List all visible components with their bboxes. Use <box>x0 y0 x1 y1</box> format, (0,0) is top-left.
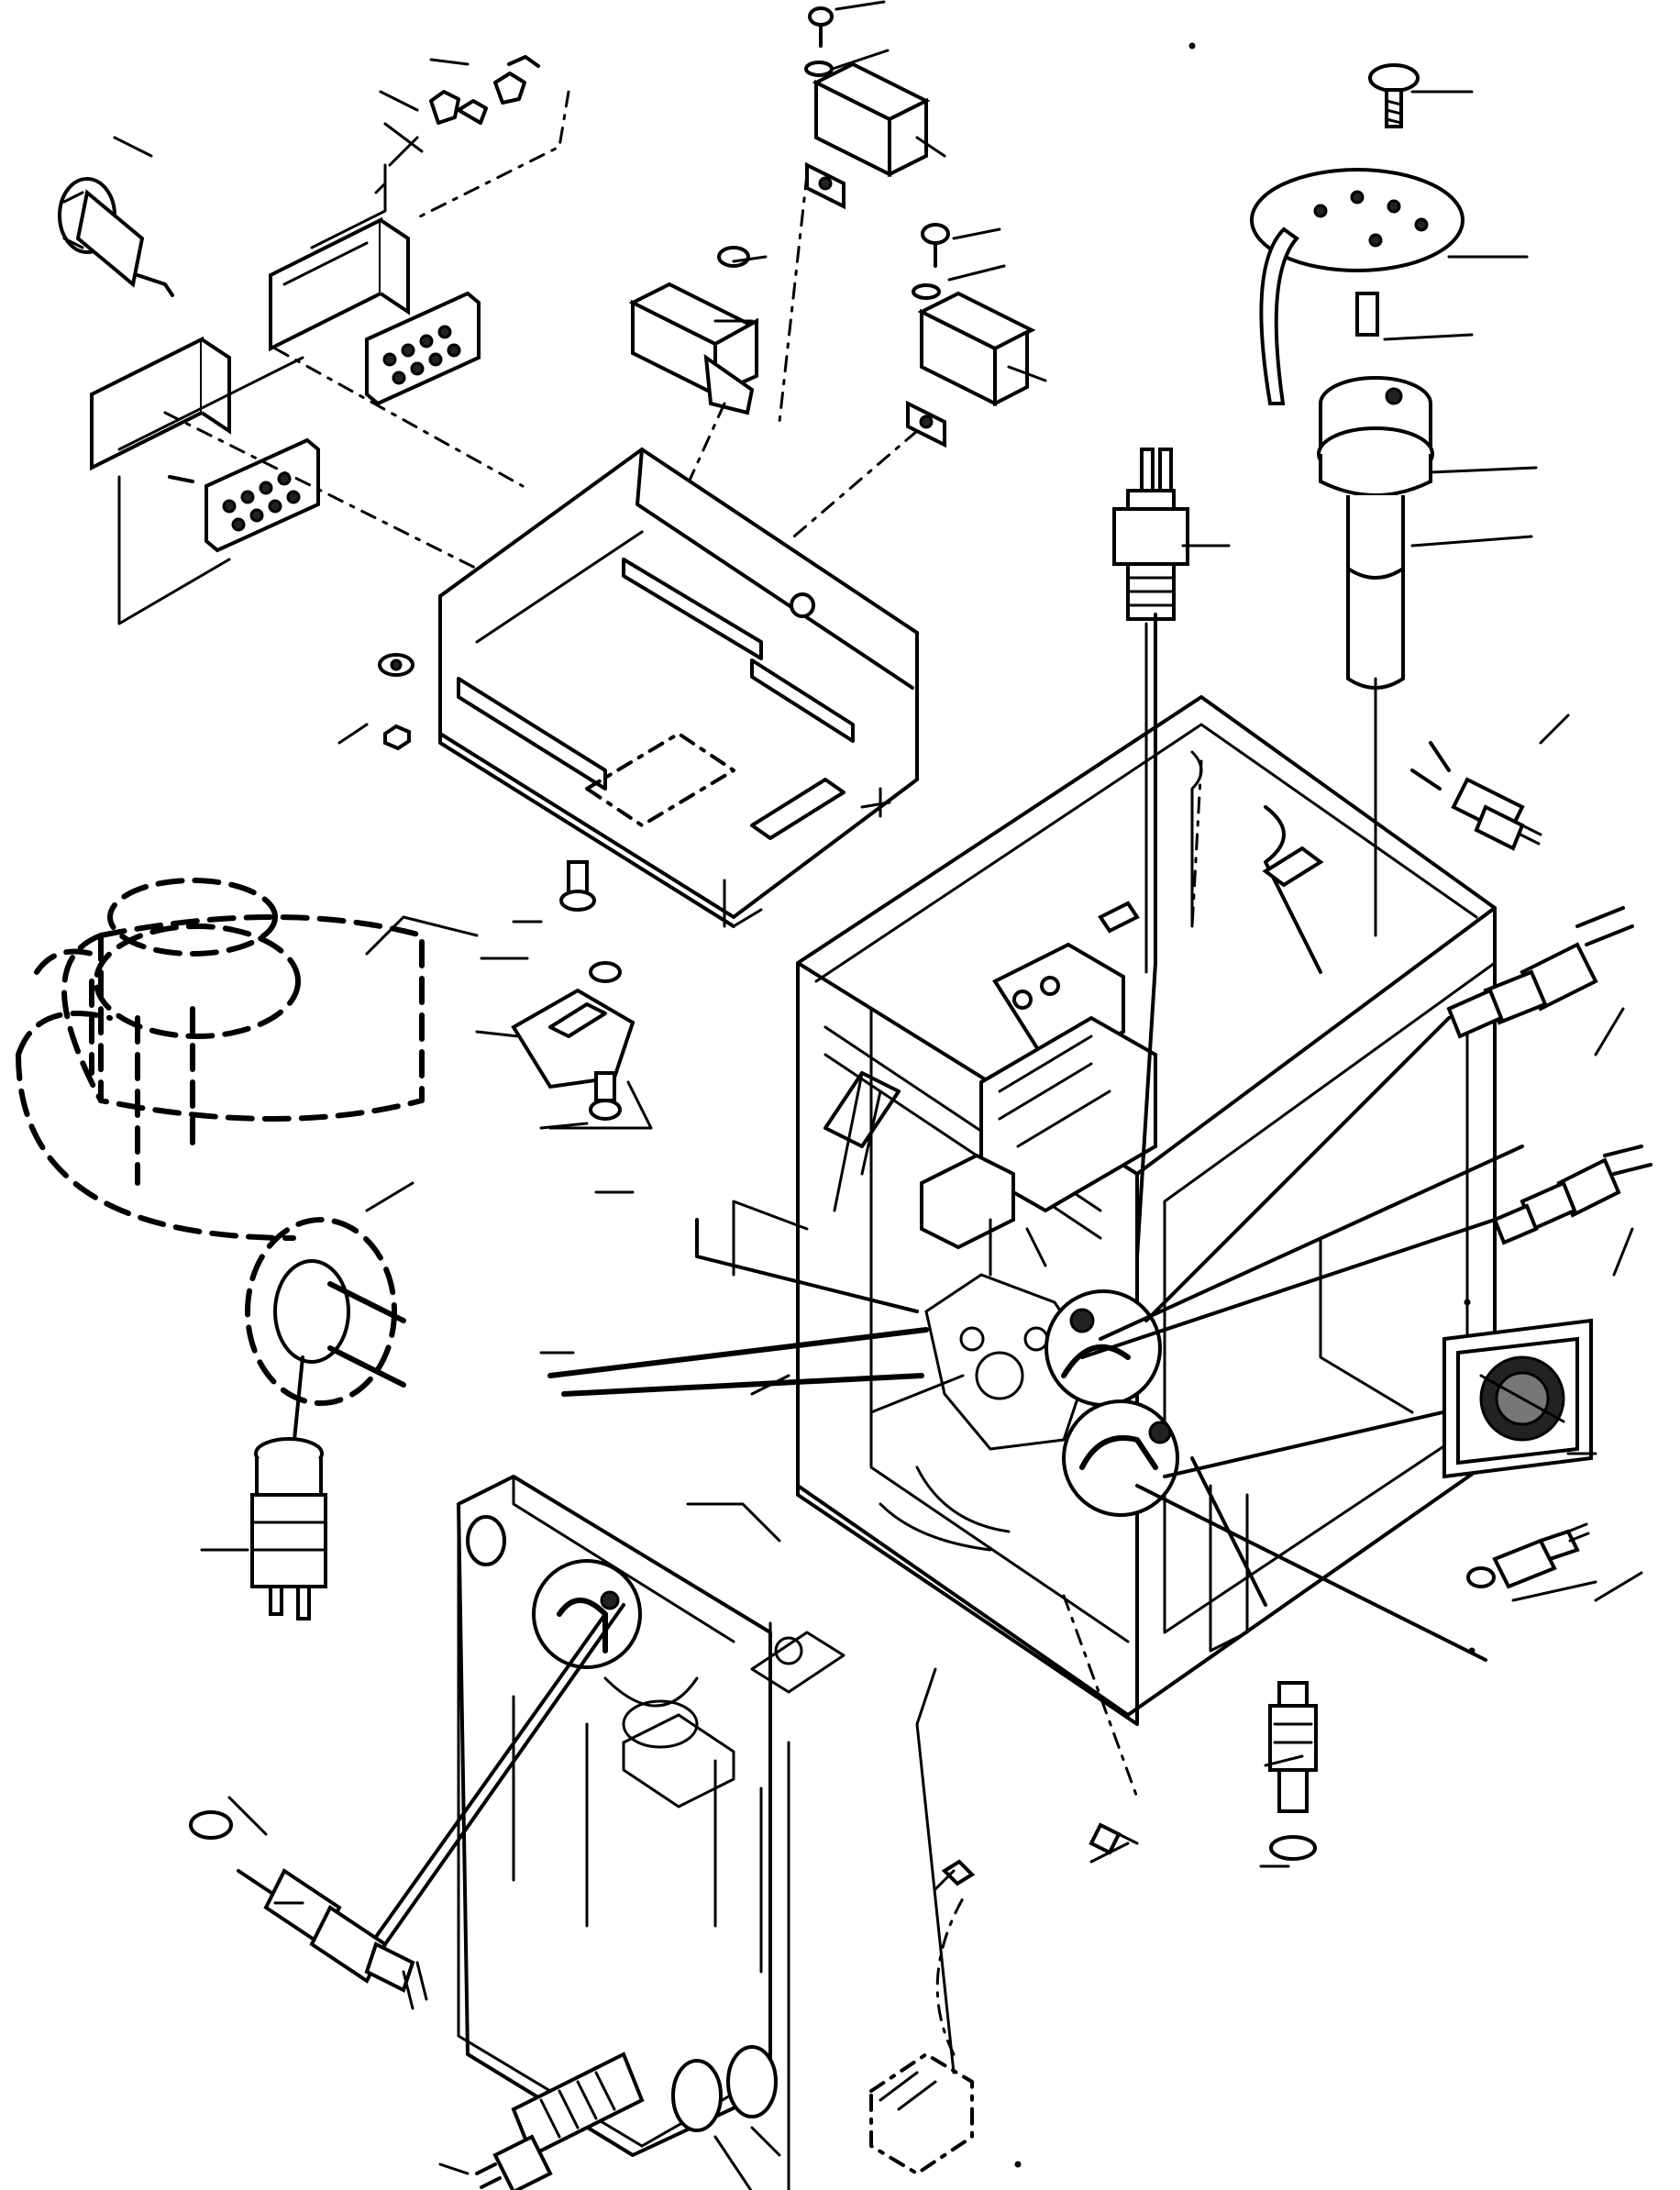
relay-flasher <box>628 246 758 415</box>
harness-lines <box>356 613 1524 2190</box>
relay-upper <box>804 6 931 210</box>
flasher-unit <box>511 961 653 1130</box>
relay-middle <box>906 223 1036 448</box>
fuel-injection-pump <box>869 1859 976 2175</box>
pressure-switch-right-2 <box>1446 906 1634 1039</box>
temperature-sender-lower <box>1268 1681 1318 1861</box>
magnifier-circle-right-upper <box>1044 1289 1162 1407</box>
fuse-box-tray <box>438 447 919 928</box>
fuel-sender-gauge-unit <box>1317 376 1434 937</box>
connector-plug-lower <box>168 437 320 553</box>
monitor-panel-assembly <box>920 942 1157 1277</box>
fuel-sender-cap <box>1250 63 1464 405</box>
oil-pressure-switch-bottom <box>475 2045 778 2190</box>
magnifier-circle-left <box>532 1559 642 1669</box>
alternator-area <box>750 1273 1093 1552</box>
dash-dot-guide-lines-topleft <box>117 347 534 625</box>
callout-leader-lines <box>113 0 1643 2190</box>
connector-plug-upper <box>365 291 481 406</box>
water-temp-sensor-bottom-left <box>189 1810 428 2010</box>
air-cleaner-assembly <box>16 878 425 1451</box>
temperature-sender-top <box>1112 448 1189 974</box>
panel-switch <box>58 177 174 297</box>
starter-motor <box>622 1502 846 1808</box>
wiper-motor <box>823 1071 901 1212</box>
pressure-switch-right-1 <box>1410 741 1542 851</box>
temperature-switch-right-lower <box>1466 1522 1590 1589</box>
connector-housing-upper <box>269 216 410 352</box>
pressure-switch-right-3 <box>1492 1145 1652 1245</box>
connector-clip-group <box>310 55 570 249</box>
magnifier-circle-right-lower <box>1062 1399 1179 1517</box>
gauge-panel-right <box>1442 1318 1593 1479</box>
scatter-specks <box>1014 42 1476 2168</box>
tray-hardware <box>378 653 596 912</box>
vacuum-switch <box>250 1437 327 1620</box>
sensor-plug-bottom <box>1089 1822 1139 1855</box>
